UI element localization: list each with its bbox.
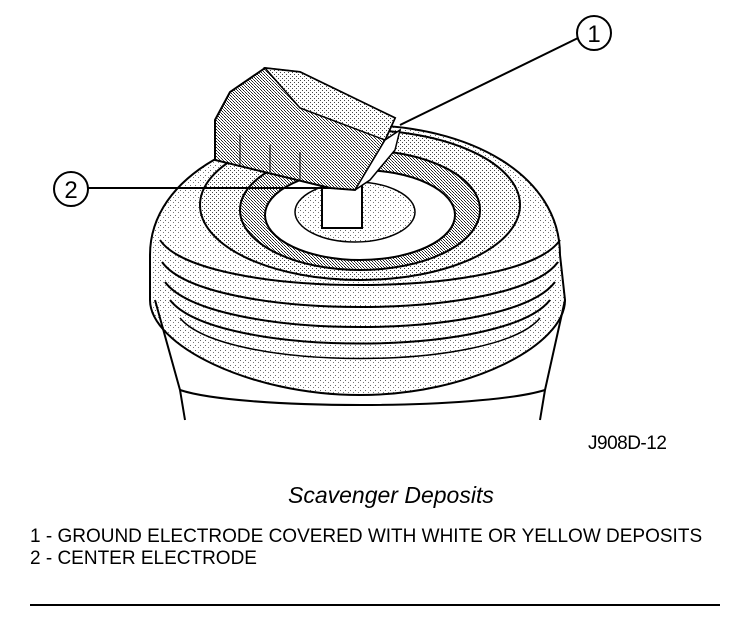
bottom-rule <box>30 604 720 606</box>
callout-2-number: 2 <box>64 177 77 204</box>
callout-1-number: 1 <box>587 21 600 48</box>
figure-code: J908D-12 <box>588 433 667 454</box>
legend: 1 - GROUND ELECTRODE COVERED WITH WHITE … <box>30 526 730 570</box>
caption-title: Scavenger Deposits <box>288 482 494 508</box>
spark-plug-illustration: 1 2 <box>53 15 612 421</box>
callout-2: 2 <box>53 171 330 207</box>
ground-electrode <box>214 66 402 192</box>
callout-1: 1 <box>399 15 612 126</box>
legend-item-2: 2 - CENTER ELECTRODE <box>30 548 257 569</box>
legend-item-1: 1 - GROUND ELECTRODE COVERED WITH WHITE … <box>30 526 703 547</box>
